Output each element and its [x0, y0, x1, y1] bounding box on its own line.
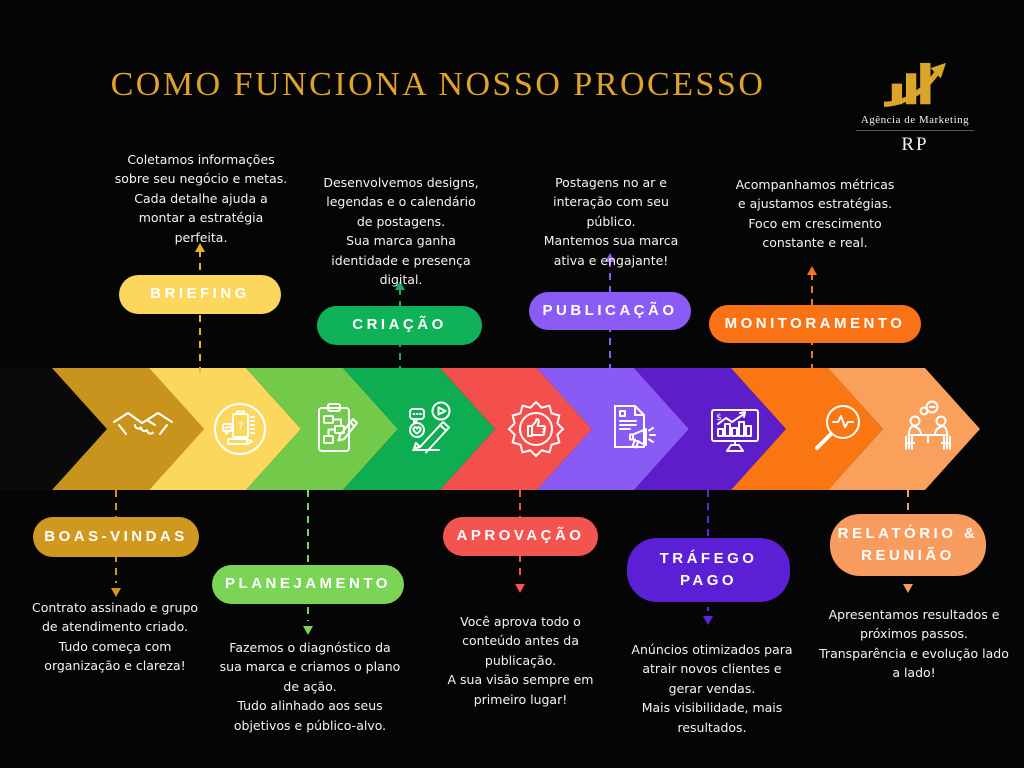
stage-label-relatorio-reuniao: RELATÓRIO & REUNIÃO [837, 524, 979, 565]
stage-label-criacao: CRIAÇÃO [352, 316, 447, 334]
meeting-icon [896, 397, 960, 461]
svg-text:$: $ [716, 413, 722, 423]
monitoramento-arrowhead-icon [806, 266, 817, 275]
boas-vindas-arrowhead-icon [110, 588, 121, 597]
stage-description-briefing: Coletamos informações sobre seu negócio … [114, 152, 288, 245]
trafego-pago-arrowhead-icon [702, 616, 713, 625]
planejamento-connector-line [306, 490, 310, 621]
stage-description-planejamento: Fazemos o diagnóstico da sua marca e cri… [219, 640, 401, 733]
stage-label-briefing: BRIEFING [150, 285, 250, 303]
stage-description-relatorio-reuniao: Apresentamos resultados e próximos passo… [819, 607, 1009, 681]
stage-pill-briefing: BRIEFING [119, 275, 281, 314]
stage-description-publicacao: Postagens no ar e interação com seu públ… [543, 175, 679, 268]
megaphone-document-icon [598, 397, 662, 461]
planning-clipboard-icon [304, 397, 368, 461]
stage-pill-criacao: CRIAÇÃO [317, 306, 482, 345]
stage-description-boas-vindas: Contrato assinado e grupo de atendimento… [31, 600, 199, 674]
stage-pill-publicacao: PUBLICAÇÃO [529, 292, 691, 330]
thumbs-up-badge-icon [504, 397, 568, 461]
svg-text:?: ? [238, 420, 244, 433]
stage-description-monitoramento: Acompanhamos métricas e ajustamos estrat… [735, 177, 895, 251]
publicacao-arrowhead-icon [604, 253, 615, 262]
handshake-icon [111, 397, 175, 461]
stage-pill-trafego-pago: TRÁFEGO PAGO [627, 538, 790, 602]
content-creation-icon [400, 397, 464, 461]
stage-description-trafego-pago: Anúncios otimizados para atrair novos cl… [631, 642, 793, 735]
page-title: COMO FUNCIONA NOSSO PROCESSO [110, 66, 766, 103]
process-chevron-band [0, 368, 1024, 490]
stage-pill-relatorio-reuniao: RELATÓRIO & REUNIÃO [830, 514, 986, 576]
stage-pill-monitoramento: MONITORAMENTO [709, 305, 921, 343]
stage-label-boas-vindas: BOAS-VINDAS [44, 527, 188, 545]
magnifier-metrics-icon [806, 397, 870, 461]
aprovacao-arrowhead-icon [514, 584, 525, 593]
criacao-arrowhead-icon [394, 281, 405, 290]
agency-logo: Agência de Marketing RP [845, 50, 985, 156]
logo-name: Agência de Marketing [860, 114, 970, 126]
stage-pill-aprovacao: APROVAÇÃO [443, 517, 598, 556]
briefing-icon: ? [208, 397, 272, 461]
stage-label-planejamento: PLANEJAMENTO [225, 575, 391, 593]
growth-bars-arrow-icon [883, 62, 946, 107]
logo-monogram: RP [901, 134, 929, 155]
stage-label-trafego-pago: TRÁFEGO PAGO [659, 549, 758, 590]
stage-description-aprovacao: Você aprova todo o conteúdo antes da pub… [447, 614, 594, 707]
stage-label-publicacao: PUBLICAÇÃO [542, 301, 678, 319]
stage-description-criacao: Desenvolvemos designs, legendas e o cale… [323, 175, 479, 287]
relatorio-reuniao-arrowhead-icon [902, 584, 913, 593]
stage-pill-boas-vindas: BOAS-VINDAS [33, 517, 199, 557]
ads-dashboard-icon: $ [703, 397, 767, 461]
planejamento-arrowhead-icon [302, 626, 313, 635]
stage-label-monitoramento: MONITORAMENTO [724, 314, 906, 332]
stage-pill-planejamento: PLANEJAMENTO [212, 565, 404, 604]
logo-divider [856, 130, 974, 131]
stage-label-aprovacao: APROVAÇÃO [456, 527, 585, 545]
briefing-arrowhead-icon [194, 243, 205, 252]
